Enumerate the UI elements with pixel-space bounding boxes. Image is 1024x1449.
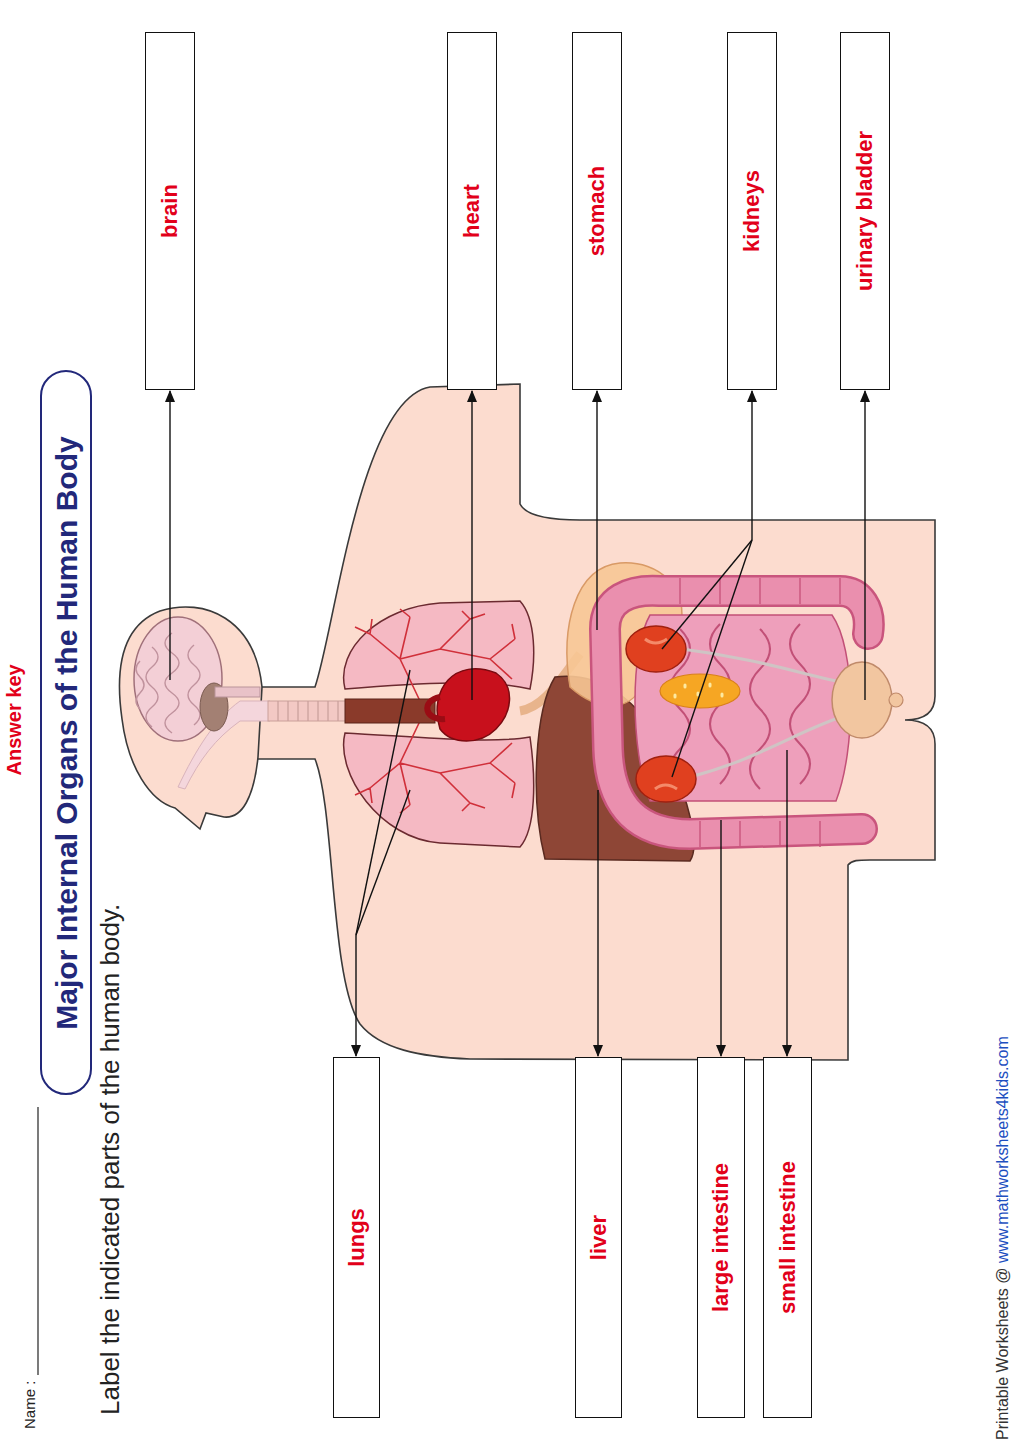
- leader-line: [597, 790, 598, 1056]
- label-box: urinary bladder: [840, 32, 890, 390]
- large-intestine-outline: [605, 591, 869, 834]
- organ-name: urinary bladder: [852, 131, 877, 291]
- trachea-rings: [278, 701, 338, 721]
- name-underline: [37, 1107, 38, 1375]
- instruction-text: Label the indicated parts of the human b…: [96, 904, 125, 1415]
- leader-line: [356, 790, 410, 935]
- organ-name: liver: [586, 1215, 611, 1260]
- title-text: Major Internal Organs of the Human Body: [50, 436, 83, 1029]
- esophagus: [345, 699, 435, 723]
- urinary-bladder: [832, 662, 892, 738]
- organ-name: kidneys: [739, 170, 764, 252]
- leader-line: [662, 540, 752, 649]
- label-box: heart: [447, 32, 497, 390]
- organ-name: small intestine: [775, 1161, 800, 1314]
- name-field: Name :: [22, 1381, 39, 1429]
- kidney-shading: [645, 639, 677, 789]
- pancreas-dots: [675, 684, 722, 697]
- leader-line: [169, 391, 170, 680]
- leader-line: [471, 391, 472, 700]
- large-intestine: [605, 591, 869, 834]
- organ-name: large intestine: [708, 1163, 733, 1312]
- footer-text: Printable Worksheets @: [994, 1268, 1012, 1440]
- organ-name: stomach: [584, 166, 609, 256]
- organ-name: heart: [459, 184, 484, 238]
- label-box: stomach: [572, 32, 622, 390]
- leader-line: [672, 540, 752, 777]
- leader-line: [356, 670, 410, 935]
- label-box: kidneys: [727, 32, 777, 390]
- label-box: brain: [145, 32, 195, 390]
- leader-line: [751, 391, 752, 540]
- footer-url: www.mathworksheets4kids.com: [994, 1036, 1012, 1263]
- brain-folds: [136, 633, 200, 733]
- pancreas: [660, 674, 740, 708]
- leader-line: [864, 391, 865, 700]
- trachea: [268, 701, 346, 721]
- left-kidney: [636, 756, 696, 802]
- right-kidney: [626, 626, 686, 672]
- aorta: [427, 697, 445, 719]
- ureters: [682, 649, 850, 777]
- leader-line: [355, 935, 356, 1056]
- title-pill: Major Internal Organs of the Human Body: [40, 371, 92, 1096]
- answer-key-note: Answer key: [3, 664, 25, 775]
- organ-name: lungs: [344, 1208, 369, 1267]
- right-lung: [344, 601, 534, 689]
- heart: [437, 669, 509, 741]
- label-box: lungs: [333, 1057, 380, 1418]
- leader-line: [786, 750, 787, 1056]
- label-box: liver: [575, 1057, 622, 1418]
- leader-line: [596, 391, 597, 630]
- leader-lines: [170, 391, 865, 1056]
- leader-line: [720, 820, 721, 1056]
- urethra: [889, 693, 903, 707]
- label-box: large intestine: [697, 1057, 745, 1418]
- brainstem: [215, 687, 260, 697]
- label-box: small intestine: [763, 1057, 812, 1418]
- organ-name: brain: [157, 184, 182, 238]
- body-outline: [250, 384, 935, 1060]
